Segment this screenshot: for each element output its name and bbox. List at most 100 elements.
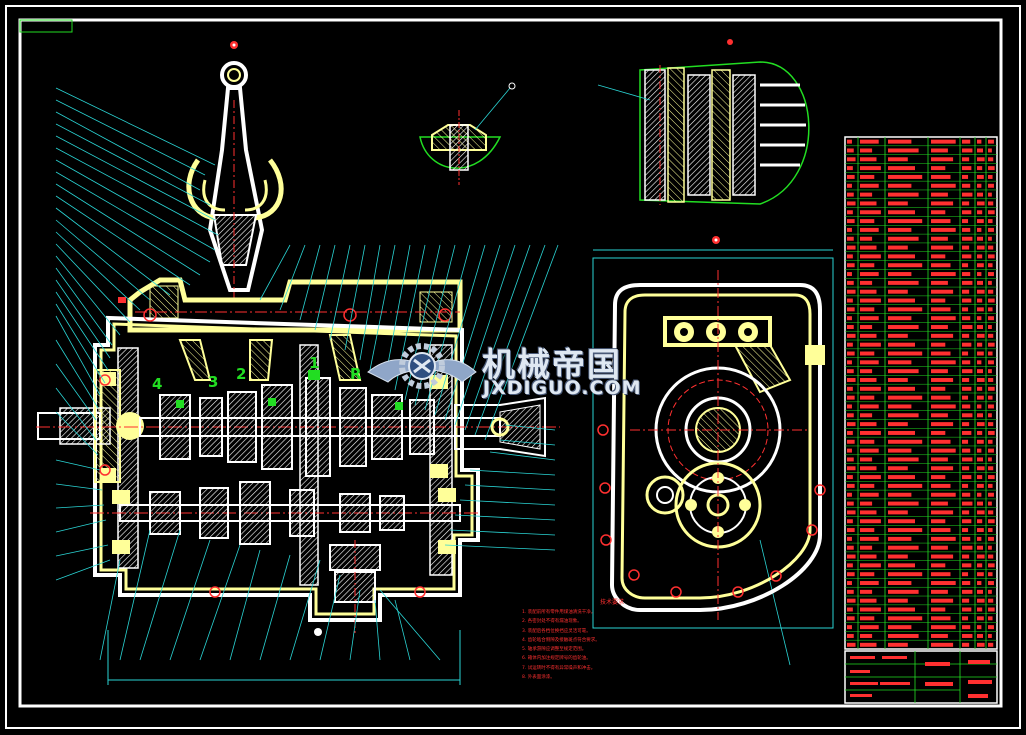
table-cell-mark <box>988 157 994 162</box>
table-cell-mark <box>888 422 908 427</box>
table-cell-mark <box>888 607 915 612</box>
table-cell-mark <box>977 166 983 171</box>
table-cell-mark <box>860 545 873 550</box>
table-cell-mark <box>988 501 992 506</box>
table-cell-mark <box>977 466 985 471</box>
table-cell-mark <box>888 625 912 630</box>
table-cell-mark <box>977 607 983 612</box>
table-cell-mark <box>977 457 983 462</box>
table-cell-mark <box>931 386 946 391</box>
table-cell-mark <box>962 536 971 541</box>
table-cell-mark <box>931 554 954 559</box>
watermark-name-en: JXDIGUO.COM <box>483 377 642 399</box>
table-cell-mark <box>977 289 985 294</box>
table-cell-mark <box>962 280 973 285</box>
table-cell-mark <box>962 475 972 480</box>
table-cell-mark <box>962 360 971 365</box>
table-cell-mark <box>931 236 948 241</box>
table-cell-mark <box>931 192 948 197</box>
table-cell-mark <box>888 536 912 541</box>
table-cell-mark <box>988 475 995 480</box>
table-cell-mark <box>847 325 854 329</box>
table-cell-mark <box>860 457 873 462</box>
table-cell-mark <box>988 360 994 365</box>
table-cell-mark <box>847 554 856 559</box>
table-cell-mark <box>860 404 879 409</box>
table-cell-mark <box>847 351 855 356</box>
table-cell-mark <box>847 395 855 400</box>
requirement-item: 4. 齿轮啮合侧隙及接触斑点符合要求。 <box>522 637 600 643</box>
table-cell-mark <box>988 545 992 550</box>
table-cell-mark <box>977 589 983 594</box>
table-cell-mark <box>977 263 984 268</box>
requirement-item: 7. 试运转时不得有异常噪声和冲击。 <box>522 665 596 671</box>
table-cell-mark <box>888 236 919 241</box>
table-cell-mark <box>977 536 982 541</box>
table-cell-mark <box>847 589 854 594</box>
table-cell-mark <box>847 430 853 435</box>
table-cell-mark <box>977 413 983 418</box>
table-cell-mark <box>962 148 973 153</box>
table-cell-mark <box>847 607 853 612</box>
table-cell-mark <box>847 528 855 533</box>
table-cell-mark <box>931 210 946 215</box>
table-cell-mark <box>931 369 948 374</box>
table-cell-mark <box>931 227 956 232</box>
table-cell-mark <box>888 174 923 179</box>
table-cell-mark <box>988 174 993 179</box>
table-cell-mark <box>977 422 985 427</box>
detail-view-small <box>419 82 516 185</box>
table-cell-mark <box>847 642 856 647</box>
table-cell-mark <box>962 395 969 400</box>
table-cell-mark <box>931 633 948 638</box>
table-cell-mark <box>977 201 985 206</box>
gear-label-third: 3 <box>208 373 219 391</box>
detail-view-synchronizer <box>597 39 810 244</box>
leader-lines-right <box>99 424 791 666</box>
table-cell-mark <box>988 466 994 471</box>
table-cell-mark <box>988 192 992 197</box>
table-cell-mark <box>962 492 971 497</box>
table-cell-mark <box>847 625 852 630</box>
table-cell-mark <box>860 166 881 171</box>
table-cell-mark <box>962 289 970 294</box>
table-cell-mark <box>962 342 972 347</box>
table-cell-mark <box>888 598 908 603</box>
table-cell-mark <box>888 448 912 453</box>
table-cell-mark <box>931 342 946 347</box>
table-cell-mark <box>860 501 873 506</box>
table-cell-mark <box>988 148 992 153</box>
table-cell-mark <box>888 581 912 585</box>
table-cell-mark <box>962 254 972 259</box>
requirement-item: 6. 箱体内加注规定牌号的齿轮油。 <box>522 656 591 662</box>
table-cell-mark <box>931 519 946 524</box>
table-cell-mark <box>888 210 915 215</box>
table-cell-mark <box>962 210 972 215</box>
table-cell-mark <box>988 325 992 329</box>
table-cell-mark <box>860 430 881 435</box>
table-cell-mark <box>888 254 915 259</box>
table-cell-mark <box>847 413 854 418</box>
table-cell-mark <box>888 316 912 321</box>
table-cell-mark <box>860 342 881 347</box>
table-cell-mark <box>977 174 984 179</box>
table-cell-mark <box>988 333 994 338</box>
table-cell-mark <box>931 139 956 144</box>
table-cell-mark <box>931 289 954 294</box>
table-cell-mark <box>847 519 853 524</box>
table-cell-mark <box>847 289 856 294</box>
table-cell-mark <box>860 386 881 391</box>
table-cell-mark <box>888 333 908 338</box>
table-cell-mark <box>962 192 973 197</box>
table-cell-mark <box>931 219 951 224</box>
table-cell-mark <box>888 148 919 153</box>
table-cell-mark <box>977 554 985 559</box>
table-cell-mark <box>988 351 993 356</box>
table-cell-mark <box>860 607 881 612</box>
table-cell-mark <box>977 625 982 630</box>
table-cell-mark <box>962 589 973 594</box>
table-cell-mark <box>931 201 954 206</box>
table-cell-mark <box>977 272 982 277</box>
table-cell-mark <box>988 245 994 250</box>
table-cell-mark <box>977 245 985 250</box>
